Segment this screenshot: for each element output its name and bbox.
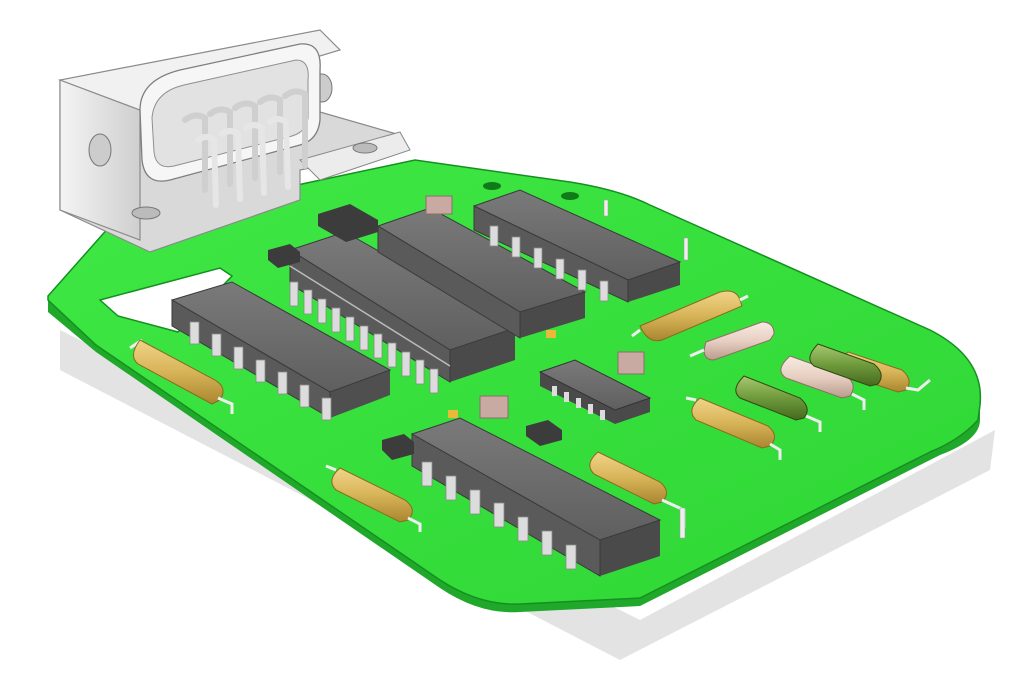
resistor-green-1 [735, 375, 822, 432]
axial-capacitor-right-mid [685, 396, 782, 460]
axial-capacitor-left [129, 338, 234, 414]
pcb-board [47, 159, 982, 605]
resistor-green-2 [809, 343, 882, 387]
smd-capacitor [479, 395, 509, 419]
transistor-q2 [382, 434, 414, 460]
smd-capacitor [425, 195, 453, 215]
transistor-q3 [526, 420, 562, 446]
ic-chip-soic [538, 359, 652, 424]
ic-chip-u4 [472, 189, 682, 303]
transistor-q1 [268, 244, 300, 268]
transistor-q4 [318, 204, 378, 242]
ic-chip-u3 [376, 207, 587, 339]
db9-connector [57, 29, 411, 253]
solder-pad [546, 330, 556, 338]
resistor-pink-2 [780, 355, 866, 410]
resistor-pink-1 [689, 321, 775, 361]
axial-capacitor-front-left [325, 464, 422, 532]
board-shadow [60, 330, 995, 660]
header-pin [603, 199, 689, 539]
ic-chip-u1 [170, 281, 392, 421]
axial-capacitor-right-back [631, 290, 749, 342]
solder-pad [448, 410, 458, 418]
mounting-hole [561, 192, 579, 200]
ic-chip-u5 [410, 417, 662, 577]
smd-capacitor [617, 351, 645, 375]
mounting-hole [483, 182, 501, 190]
